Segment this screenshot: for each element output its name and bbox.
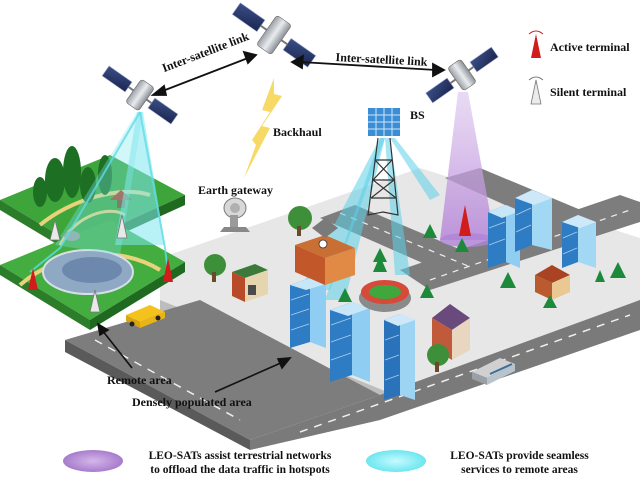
- silent-terminal-legend-label: Silent terminal: [550, 85, 627, 99]
- bus: [472, 358, 515, 385]
- tower-1: [290, 278, 326, 348]
- dense-area-pointer: [214, 357, 292, 393]
- purple-legend-swatch: [63, 450, 123, 472]
- active-terminal-legend-label: Active terminal: [550, 40, 630, 54]
- shop: [232, 264, 268, 302]
- cyan-legend-line2: services to remote areas: [461, 464, 578, 476]
- cyan-legend-text: LEO-SATs provide seamless services to re…: [432, 449, 607, 477]
- isl-arrow-left: [150, 50, 258, 96]
- earth-gateway-label: Earth gateway: [198, 183, 273, 197]
- silent-terminal-remote-1: [89, 289, 101, 313]
- satellite-left: [101, 65, 179, 125]
- townhall: [295, 218, 355, 285]
- earth-gateway-dish: [220, 197, 250, 232]
- base-station: [367, 108, 400, 216]
- satellite-right: [425, 46, 499, 104]
- cyan-legend-swatch: [366, 450, 426, 472]
- house-right: [535, 265, 570, 300]
- active-terminal-icon: [531, 34, 541, 58]
- tower-6: [562, 215, 596, 268]
- tower-3: [384, 314, 415, 400]
- taxi: [126, 305, 165, 328]
- cyan-legend-line1: LEO-SATs provide seamless: [450, 450, 589, 462]
- terminals: [28, 205, 471, 313]
- tower-2: [330, 302, 370, 382]
- tower-5: [515, 190, 552, 252]
- remote-area-label: Remote area: [107, 373, 172, 387]
- silent-terminal-icon: [530, 79, 542, 105]
- bs-label: BS: [410, 108, 425, 122]
- active-terminal-remote-1: [28, 268, 38, 290]
- purple-legend-line1: LEO-SATs assist terrestrial networks: [148, 450, 332, 462]
- backhaul-lightning: [244, 78, 282, 178]
- silent-terminal-remote-3: [49, 219, 61, 241]
- stadium: [359, 280, 411, 312]
- backhaul-label: Backhaul: [273, 125, 322, 139]
- city-trees: [204, 206, 626, 372]
- densely-populated-label: Densely populated area: [132, 395, 252, 409]
- buildings: [232, 190, 596, 400]
- remote-area-pointer: [96, 322, 133, 369]
- purple-legend-text: LEO-SATs assist terrestrial networks to …: [130, 449, 350, 477]
- purple-legend-line2: to offload the data traffic in hotspots: [150, 464, 330, 476]
- silent-terminal-remote-2: [116, 214, 128, 239]
- isl-arrow-right: [290, 54, 446, 78]
- active-terminal-city: [459, 205, 471, 236]
- satellite-top: [231, 2, 317, 68]
- active-terminal-remote-2: [163, 258, 173, 282]
